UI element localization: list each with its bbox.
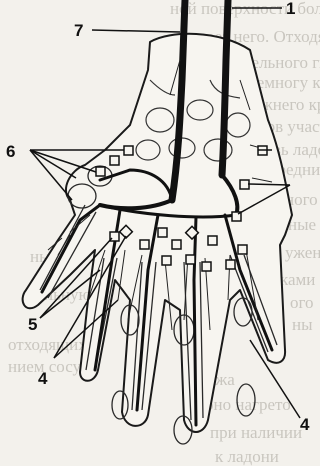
bg-text-line: ны	[292, 315, 313, 334]
callout-7: 7	[74, 21, 83, 40]
bg-text-line: ной поверхности большого	[170, 0, 320, 18]
bg-text-line: к ладони	[215, 447, 279, 466]
bg-text-line: ого	[290, 293, 314, 312]
callout-1: 1	[286, 0, 295, 18]
callout-4-right: 4	[300, 415, 310, 434]
callout-6: 6	[6, 142, 15, 161]
bg-text-line: оно нагрето	[205, 395, 291, 414]
callout-5: 5	[28, 315, 37, 334]
callout-4-left: 4	[38, 369, 48, 388]
bg-text-line: ками	[280, 270, 315, 289]
bg-text-line: ужен	[285, 243, 320, 262]
bg-text-line: ные	[288, 215, 316, 234]
bg-text-line: при наличии	[210, 423, 302, 442]
